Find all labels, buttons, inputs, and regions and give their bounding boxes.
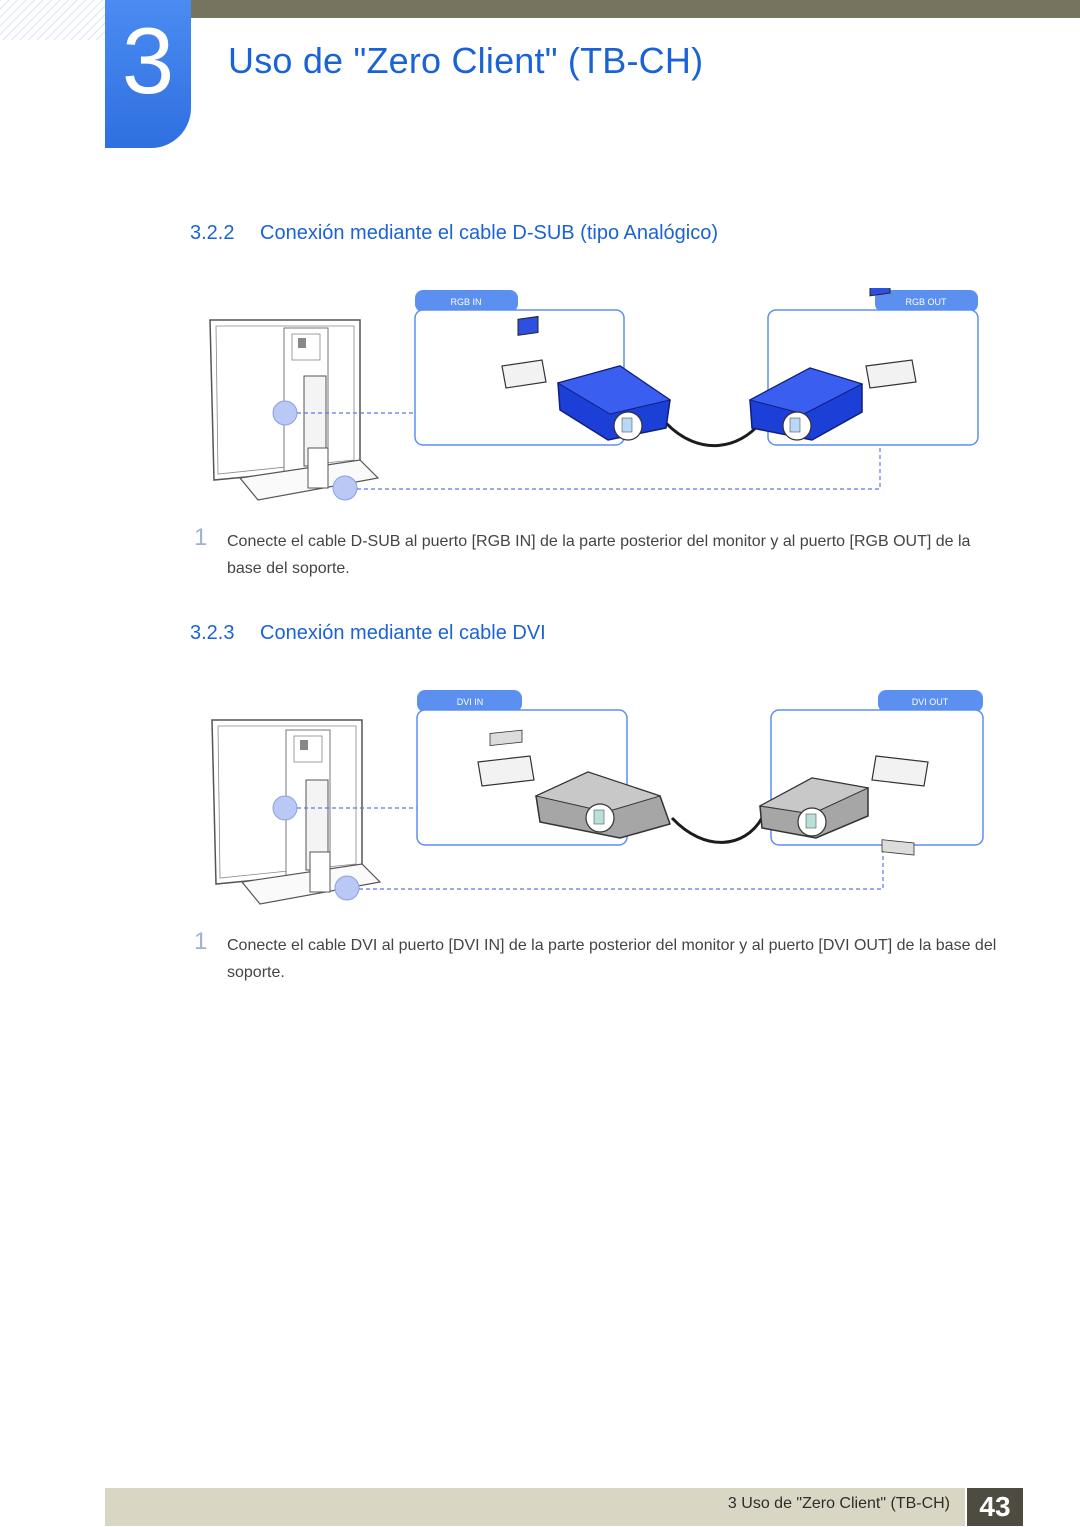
step-text: Conecte el cable DVI al puerto [DVI IN] … <box>227 937 997 981</box>
dvi-connection-illustration: DVI IN DVI OUT <box>200 688 990 910</box>
header-stripes <box>0 0 105 40</box>
section-title: Conexión mediante el cable DVI <box>260 622 546 644</box>
vga-port-out-icon <box>865 288 917 389</box>
step-text: Conecte el cable D-SUB al puerto [RGB IN… <box>227 533 971 577</box>
dsub-plug-left-icon <box>556 365 672 441</box>
dvi-out-label: DVI OUT <box>912 697 949 707</box>
vga-port-in-icon <box>501 315 547 389</box>
header-bar <box>190 0 1080 18</box>
monitor-rear-icon <box>211 719 382 905</box>
chapter-number: 3 <box>121 8 175 113</box>
rgb-out-label: RGB OUT <box>905 297 947 307</box>
section-heading-dsub: 3.2.2 Conexión mediante el cable D-SUB (t… <box>190 222 718 245</box>
dvi-plug-left-icon <box>534 771 671 839</box>
dsub-connection-illustration: RGB IN RGB OUT <box>200 288 990 503</box>
page-number: 43 <box>967 1488 1023 1526</box>
chapter-title: Uso de "Zero Client" (TB-CH) <box>228 40 704 81</box>
step-number: 1 <box>194 524 208 551</box>
step-dsub: 1 Conecte el cable D-SUB al puerto [RGB … <box>190 524 1010 584</box>
rgb-in-label: RGB IN <box>450 297 481 307</box>
footer-bar <box>105 1488 965 1526</box>
step-number: 1 <box>194 928 208 955</box>
dvi-diagram: DVI IN DVI OUT <box>211 690 984 905</box>
chapter-tab: 3 <box>105 0 191 148</box>
dvi-plug-right-icon <box>758 777 870 839</box>
footer-chapter-title: 3 Uso de "Zero Client" (TB-CH) <box>727 1495 950 1512</box>
dsub-diagram: RGB IN RGB OUT <box>209 288 979 501</box>
section-number: 3.2.2 <box>190 222 235 244</box>
dsub-plug-right-icon <box>748 367 864 441</box>
section-heading-dvi: 3.2.3 Conexión mediante el cable DVI <box>190 622 546 645</box>
step-dvi: 1 Conecte el cable DVI al puerto [DVI IN… <box>190 928 1010 988</box>
section-title: Conexión mediante el cable D-SUB (tipo A… <box>260 222 719 244</box>
monitor-rear-icon <box>209 319 380 501</box>
section-number: 3.2.3 <box>190 622 235 644</box>
dvi-port-out-icon <box>871 755 929 856</box>
dvi-in-label: DVI IN <box>457 697 484 707</box>
dvi-port-in-icon <box>477 729 535 787</box>
